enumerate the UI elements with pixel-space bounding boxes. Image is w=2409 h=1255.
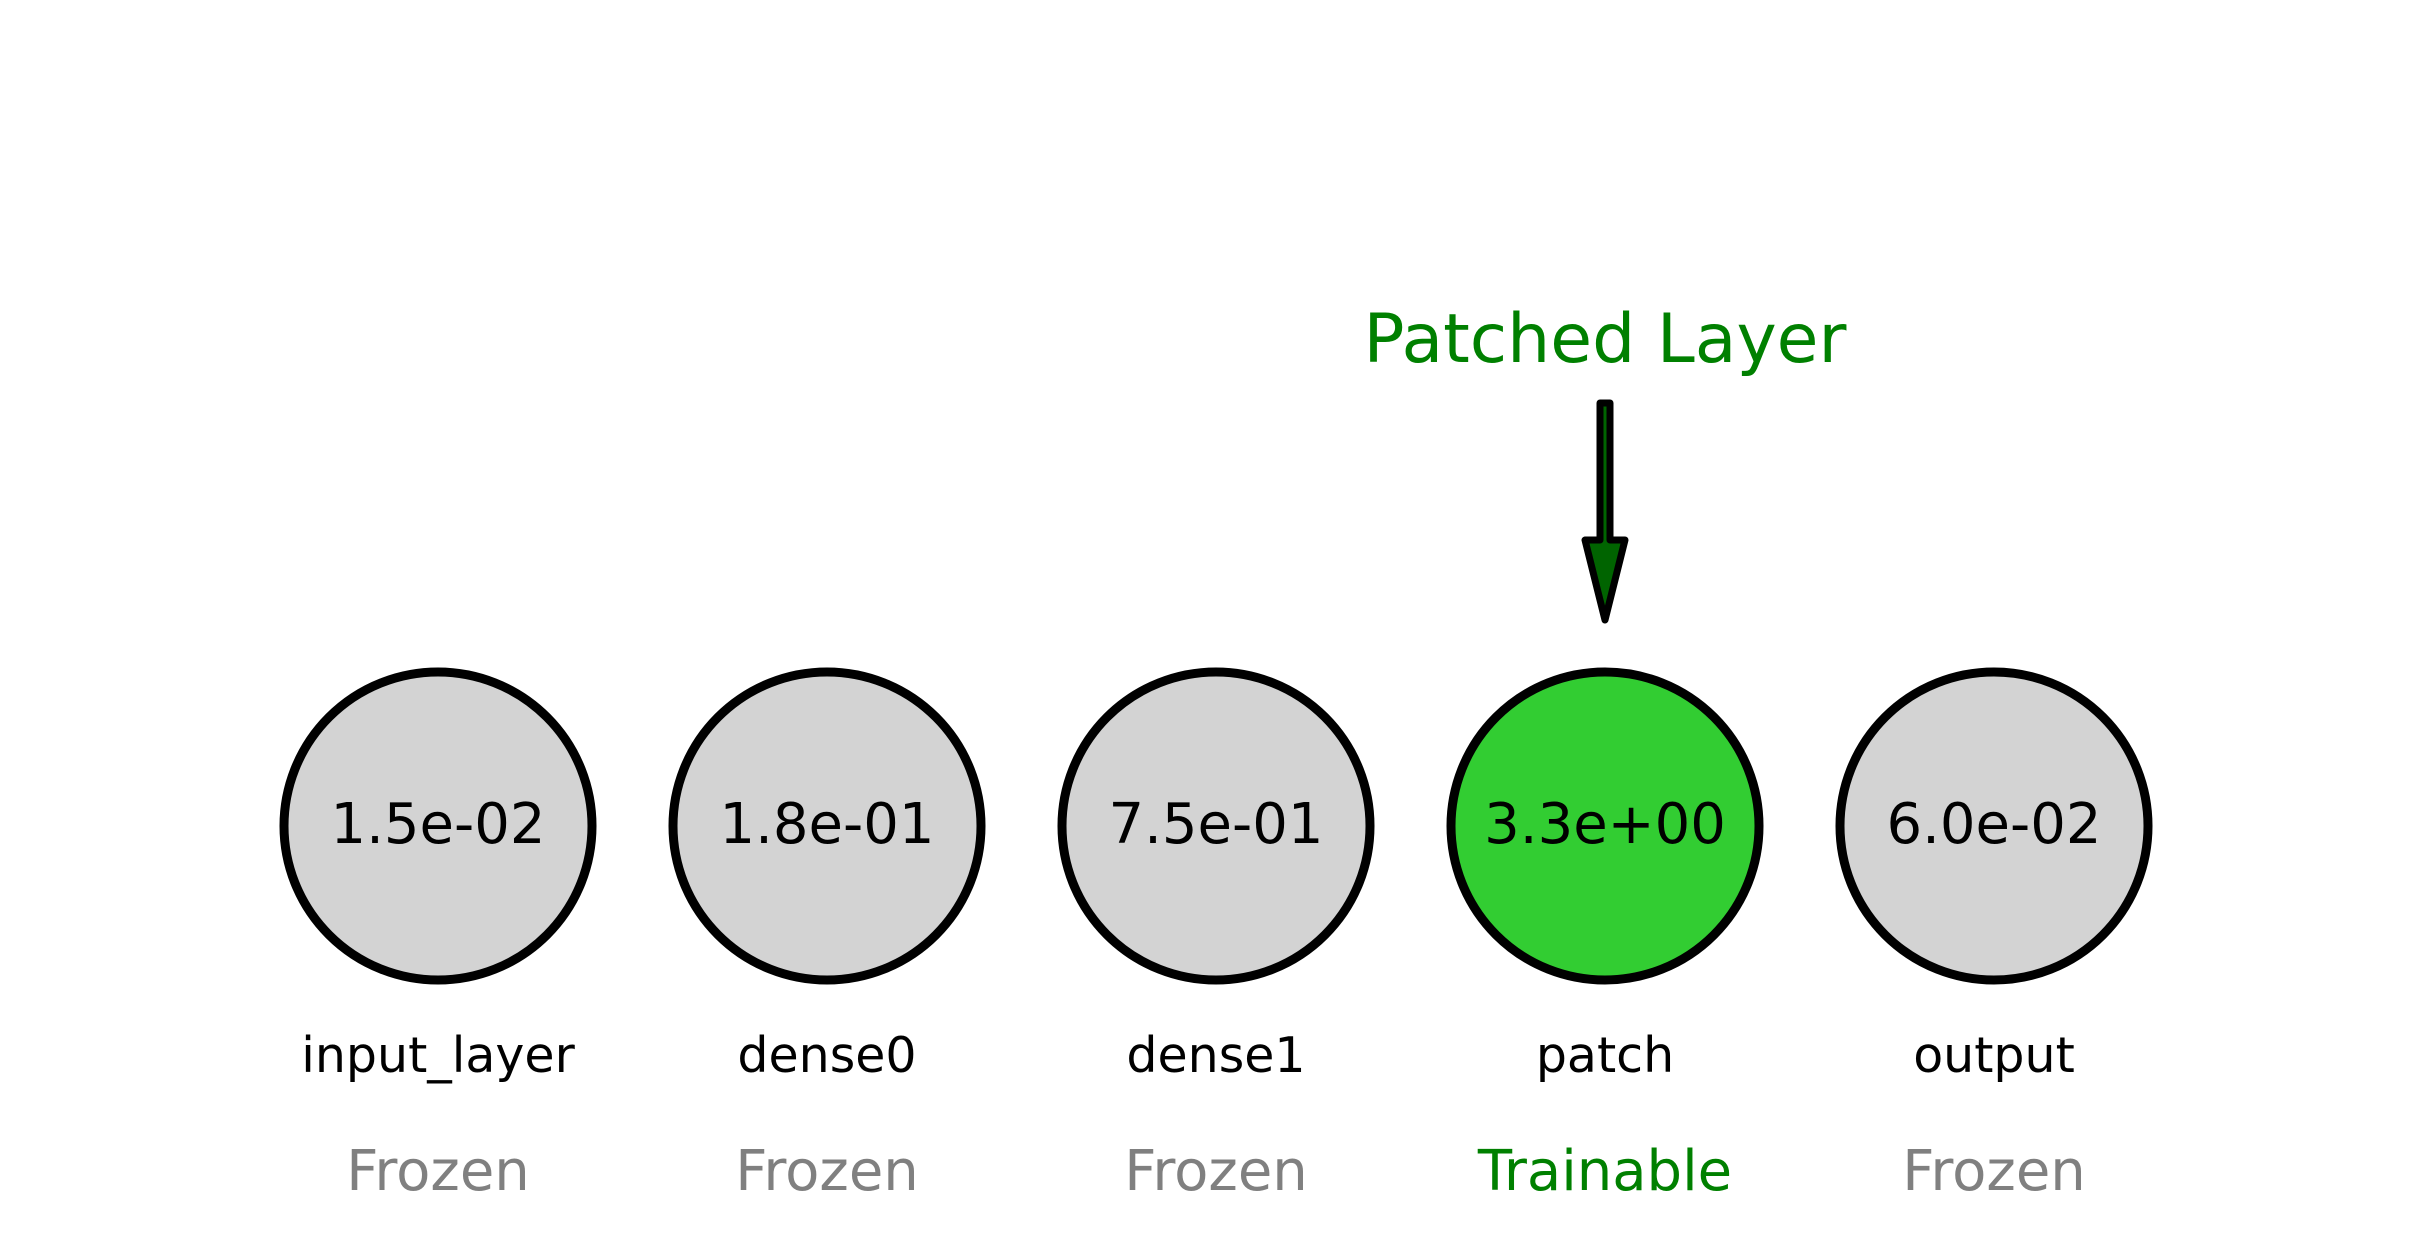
layer-circle	[279, 667, 597, 985]
callout-label: Patched Layer	[1364, 300, 1847, 379]
layer-status: Frozen	[346, 1139, 530, 1204]
layer-circle	[1835, 667, 2153, 985]
layer-value: 1.8e-01	[720, 792, 935, 857]
layer-value: 7.5e-01	[1109, 792, 1324, 857]
layer-status: Frozen	[735, 1139, 919, 1204]
layer-status: Frozen	[1902, 1139, 2086, 1204]
layer-name: dense0	[737, 1027, 916, 1084]
layer-name: output	[1913, 1027, 2075, 1084]
down-arrow-icon	[1581, 399, 1629, 624]
layer-name: input_layer	[301, 1027, 575, 1084]
patched-layer-callout: Patched Layer	[1364, 300, 1847, 624]
layer-status: Trainable	[1477, 1139, 1732, 1204]
layer-value: 6.0e-02	[1887, 792, 2102, 857]
layer-circle	[1446, 667, 1764, 985]
layer-circle	[1057, 667, 1375, 985]
layer-name: patch	[1536, 1027, 1674, 1084]
layer-value: 1.5e-02	[331, 792, 546, 857]
layer-value: 3.3e+00	[1484, 792, 1726, 857]
layer-status: Frozen	[1124, 1139, 1308, 1204]
layer-circle	[668, 667, 986, 985]
layer-name: dense1	[1126, 1027, 1305, 1084]
